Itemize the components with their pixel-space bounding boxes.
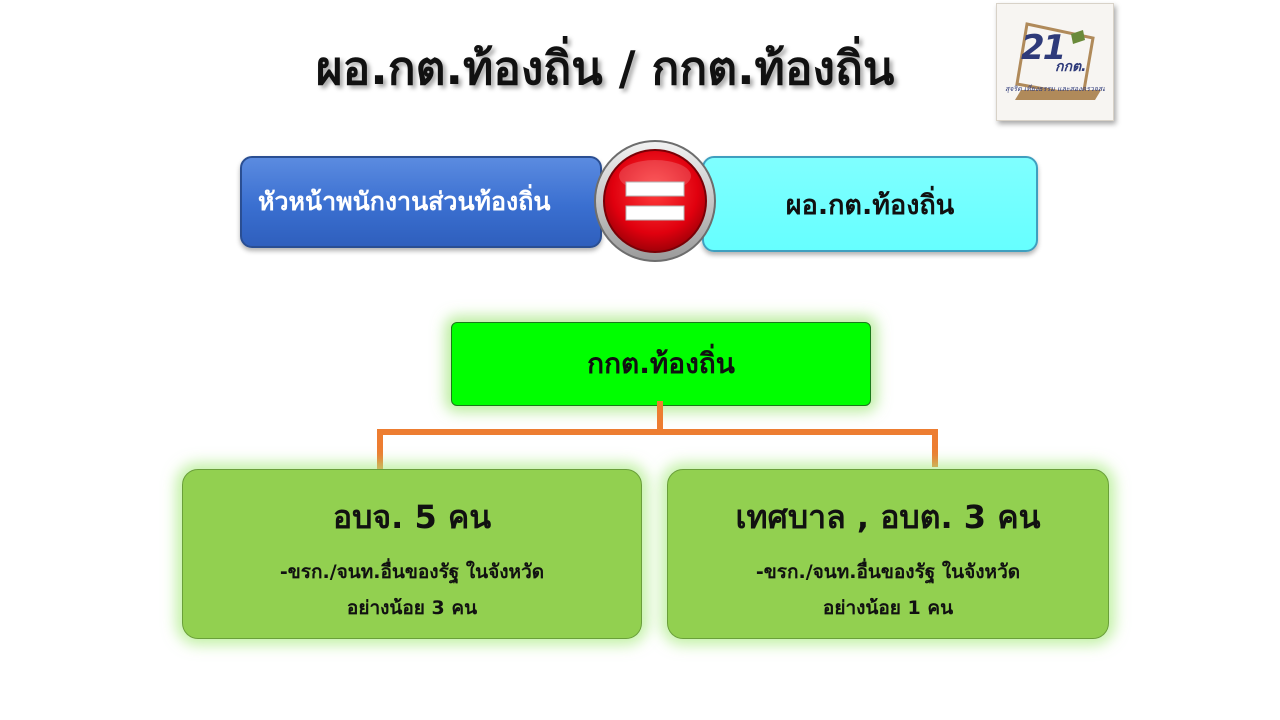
local-commission-label: กกต.ท้องถิ่น	[587, 347, 735, 380]
municipality-card: เทศบาล , อบต. 3 คน -ขรก./จนท.อื่นของรัฐ …	[667, 469, 1109, 639]
municipality-heading: เทศบาล , อบต. 3 คน	[735, 498, 1041, 536]
logo-abbr: กกต.	[1055, 59, 1087, 75]
pao-line-2: อย่างน้อย 3 คน	[346, 597, 478, 619]
municipality-line-1: -ขรก./จนท.อื่นของรัฐ ในจังหวัด	[755, 561, 1021, 583]
logo: 21 กกต. สุจริต เที่ยงธรรม และสองตรวจสอบไ…	[996, 3, 1114, 121]
page-title: ผอ.กต.ท้องถิ่น / กกต.ท้องถิ่น	[315, 41, 895, 95]
pao-card: อบจ. 5 คน -ขรก./จนท.อื่นของรัฐ ในจังหวัด…	[182, 469, 642, 639]
local-commission-box: กกต.ท้องถิ่น	[451, 322, 871, 406]
local-director-box: ผอ.กต.ท้องถิ่น	[702, 156, 1038, 252]
head-local-staff-box: หัวหน้าพนักงานส่วนท้องถิ่น	[240, 156, 602, 248]
logo-number: 21	[1021, 28, 1066, 68]
equals-icon	[594, 140, 716, 262]
pao-heading: อบจ. 5 คน	[332, 498, 492, 536]
municipality-line-2: อย่างน้อย 1 คน	[822, 597, 954, 619]
local-director-label: ผอ.กต.ท้องถิ่น	[785, 189, 955, 221]
logo-tagline: สุจริต เที่ยงธรรม และสองตรวจสอบได้	[1005, 85, 1105, 93]
ballot-box-icon	[1015, 22, 1101, 100]
pao-line-1: -ขรก./จนท.อื่นของรัฐ ในจังหวัด	[279, 561, 545, 583]
head-local-staff-label: หัวหน้าพนักงานส่วนท้องถิ่น	[258, 187, 551, 216]
